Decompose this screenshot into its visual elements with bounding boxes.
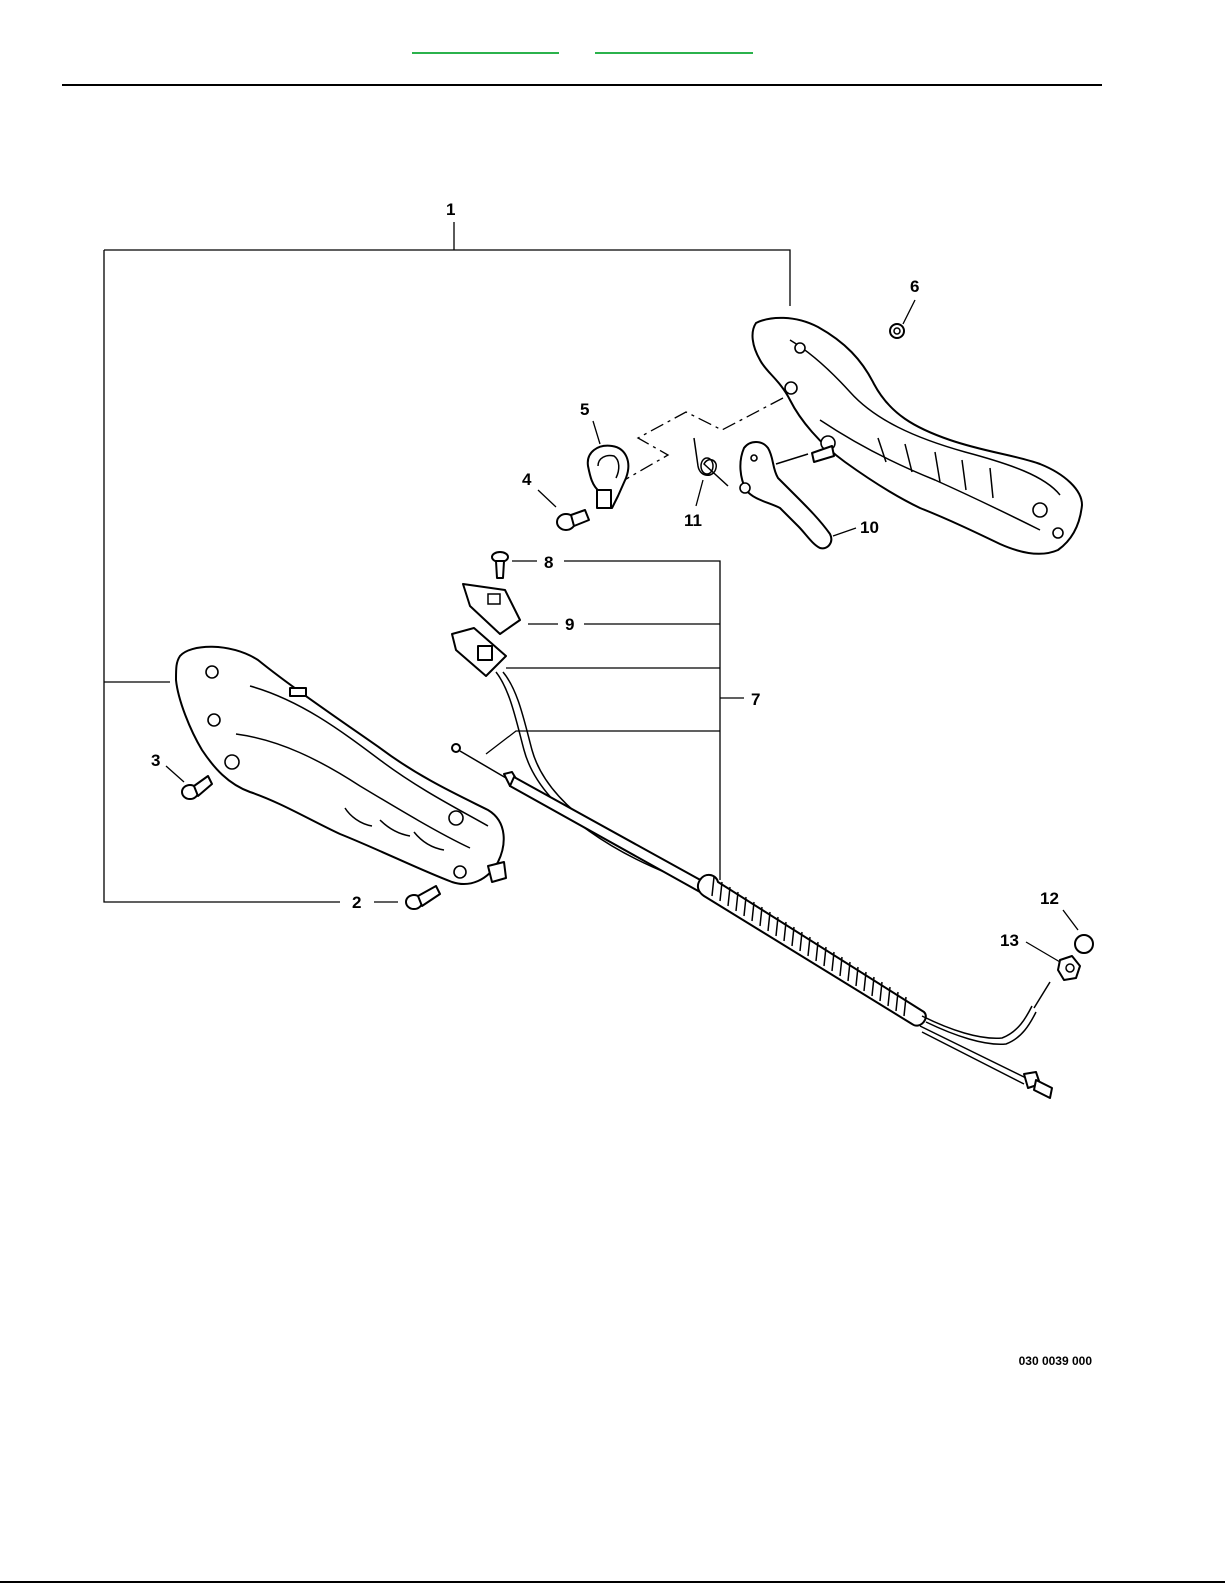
callout-8: 8 xyxy=(544,553,553,572)
nut-part-12 xyxy=(1063,910,1093,953)
nut-part-6 xyxy=(890,300,915,338)
callout-13: 13 xyxy=(1000,931,1019,950)
screw-part-3 xyxy=(166,766,212,799)
cover-part-9 xyxy=(463,584,720,634)
handle-half-left xyxy=(176,647,506,884)
throttle-cable xyxy=(452,744,1052,1098)
callout-9: 9 xyxy=(565,615,574,634)
document-number: 030 0039 000 xyxy=(960,1354,1092,1368)
footer-divider xyxy=(0,1581,1225,1583)
clamp-part-5 xyxy=(588,421,629,508)
callout-4: 4 xyxy=(522,470,532,489)
callout-12: 12 xyxy=(1040,889,1059,908)
callout-7: 7 xyxy=(751,690,760,709)
nut-part-13 xyxy=(1026,942,1080,980)
callout-10: 10 xyxy=(860,518,879,537)
screw-part-2 xyxy=(406,886,440,909)
screw-part-4 xyxy=(538,490,589,530)
callout-1: 1 xyxy=(446,200,455,219)
spring-part-11 xyxy=(694,438,728,506)
callout-6: 6 xyxy=(910,277,919,296)
callout-11: 11 xyxy=(684,511,702,530)
callout-3: 3 xyxy=(151,751,160,770)
callout-5: 5 xyxy=(580,400,589,419)
callout-2: 2 xyxy=(352,893,361,912)
